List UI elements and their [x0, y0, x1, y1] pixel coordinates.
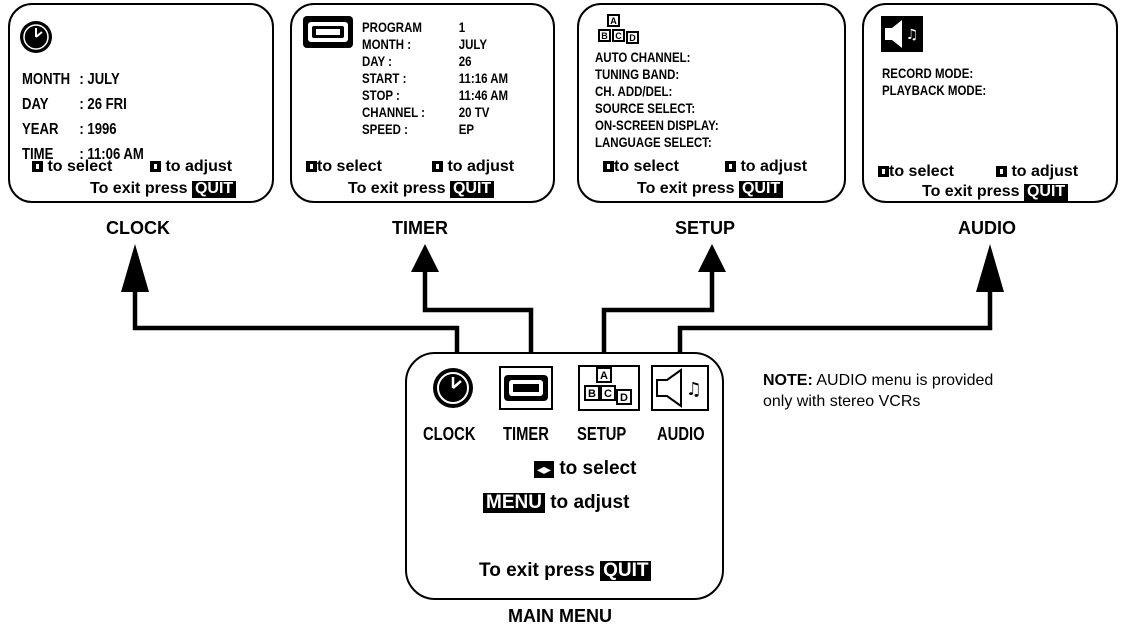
tape-icon	[303, 16, 353, 48]
speaker-icon: ♫	[651, 365, 709, 411]
svg-text:♫: ♫	[906, 27, 919, 43]
svg-text:D: D	[629, 33, 636, 43]
tape-icon	[499, 366, 553, 410]
setup-options: AUTO CHANNEL: TUNING BAND: CH. ADD/DEL: …	[595, 49, 719, 151]
svg-text:B: B	[601, 31, 608, 41]
audio-hint-adjust: to adjust	[996, 163, 1078, 181]
audio-caption: AUDIO	[958, 218, 1016, 238]
note-label: NOTE:	[763, 372, 813, 389]
main-icon-label-timer: TIMER	[503, 424, 549, 444]
setup-item-ch-add-del: CH. ADD/DEL:	[595, 83, 673, 99]
audio-item-record-mode: RECORD MODE:	[882, 65, 974, 81]
timer-row-start: START :11:16 AM	[362, 70, 509, 86]
quit-key: QUIT	[738, 180, 784, 198]
select-arrow-icon	[306, 161, 317, 172]
svg-text:B: B	[588, 388, 596, 400]
svg-text:A: A	[600, 370, 608, 382]
svg-text:♫: ♫	[686, 379, 702, 400]
clock-row-year: YEAR: 1996	[22, 121, 117, 138]
audio-hint-select: to select	[878, 163, 954, 181]
clock-settings: MONTH: JULY DAY: 26 FRI YEAR: 1996 TIME:…	[22, 67, 144, 167]
setup-hint-adjust: to adjust	[725, 158, 807, 176]
select-arrow-icon	[603, 161, 614, 172]
quit-key: QUIT	[600, 561, 652, 581]
adjust-key-icon	[432, 161, 443, 172]
clock-caption: CLOCK	[106, 218, 170, 238]
setup-item-on-screen-display: ON-SCREEN DISPLAY:	[595, 117, 719, 133]
setup-item-language-select: LANGUAGE SELECT:	[595, 134, 712, 150]
select-arrow-icon	[32, 161, 43, 172]
setup-hint-select: to select	[603, 158, 679, 176]
setup-item-source-select: SOURCE SELECT:	[595, 100, 696, 116]
svg-text:A: A	[610, 16, 617, 26]
quit-key: QUIT	[191, 180, 237, 198]
setup-arrowhead	[698, 244, 726, 272]
speaker-icon: ♫	[881, 16, 923, 52]
audio-item-playback-mode: PLAYBACK MODE:	[882, 82, 987, 98]
timer-row-channel: CHANNEL :20 TV	[362, 104, 490, 120]
audio-arrowhead	[976, 244, 1004, 292]
clock-icon	[20, 21, 52, 53]
clock-connector	[132, 290, 460, 378]
menu-key: MENU	[483, 493, 545, 513]
clock-screen: MONTH: JULY DAY: 26 FRI YEAR: 1996 TIME:…	[8, 3, 274, 203]
clock-hint-adjust: to adjust	[150, 158, 232, 176]
note-line-1: AUDIO menu is provided	[816, 372, 994, 389]
main-menu-caption: MAIN MENU	[508, 606, 612, 626]
note-line-2: only with stereo VCRs	[763, 393, 921, 410]
setup-exit-hint: To exit press QUIT	[637, 180, 784, 198]
main-icon-label-clock: CLOCK	[423, 424, 476, 444]
main-hint-adjust: MENU to adjust	[483, 492, 629, 514]
abcd-blocks-icon: A B C D	[578, 365, 640, 411]
timer-hint-select: to select	[306, 158, 382, 176]
setup-item-auto-channel: AUTO CHANNEL:	[595, 49, 691, 65]
timer-row-day: DAY :26	[362, 53, 472, 69]
audio-connector	[677, 290, 993, 378]
setup-screen: A B C D AUTO CHANNEL: TUNING BAND: CH. A…	[577, 3, 846, 203]
setup-item-tuning-band: TUNING BAND:	[595, 66, 680, 82]
setup-caption: SETUP	[675, 218, 736, 238]
timer-connector	[422, 265, 534, 378]
audio-screen: ♫ RECORD MODE: PLAYBACK MODE: to select …	[862, 3, 1118, 203]
clock-exit-hint: To exit press QUIT	[90, 180, 237, 198]
main-hint-select: ◂▸ to select	[534, 458, 636, 480]
main-exit-hint: To exit press QUIT	[479, 560, 652, 582]
adjust-key-icon	[996, 166, 1007, 177]
abcd-blocks-icon: A B C D	[598, 14, 639, 44]
clock-icon	[433, 368, 473, 408]
clock-row-month: MONTH: JULY	[22, 71, 120, 88]
timer-row-month: MONTH :JULY	[362, 36, 488, 52]
svg-text:D: D	[620, 392, 628, 404]
select-arrow-icon	[878, 166, 889, 177]
clock-arrowhead	[121, 244, 149, 292]
audio-note: NOTE: AUDIO menu is provided only with s…	[763, 370, 993, 412]
clock-row-time: TIME: 11:06 AM	[22, 146, 144, 163]
adjust-key-icon	[725, 161, 736, 172]
main-menu-screen: A B C D ♫ CLOCK TIMER SETUP AUDIO ◂▸ to …	[405, 352, 724, 600]
audio-exit-hint: To exit press QUIT	[922, 183, 1069, 201]
setup-connector	[601, 265, 715, 378]
main-icon-label-setup: SETUP	[577, 424, 627, 444]
svg-text:C: C	[604, 388, 612, 400]
timer-row-stop: STOP :11:46 AM	[362, 87, 509, 103]
timer-arrowhead	[411, 244, 439, 272]
svg-text:C: C	[615, 31, 622, 41]
quit-key: QUIT	[1023, 183, 1069, 201]
clock-hint-select: to select	[32, 158, 112, 176]
timer-caption: TIMER	[392, 218, 448, 238]
clock-row-day: DAY: 26 FRI	[22, 96, 127, 113]
audio-options: RECORD MODE: PLAYBACK MODE:	[882, 65, 986, 99]
timer-row-speed: SPEED :EP	[362, 121, 475, 137]
timer-exit-hint: To exit press QUIT	[348, 180, 495, 198]
select-arrow-icon: ◂▸	[534, 461, 555, 478]
timer-hint-adjust: to adjust	[432, 158, 514, 176]
adjust-key-icon	[150, 161, 161, 172]
quit-key: QUIT	[449, 180, 495, 198]
main-icon-label-audio: AUDIO	[657, 424, 705, 444]
